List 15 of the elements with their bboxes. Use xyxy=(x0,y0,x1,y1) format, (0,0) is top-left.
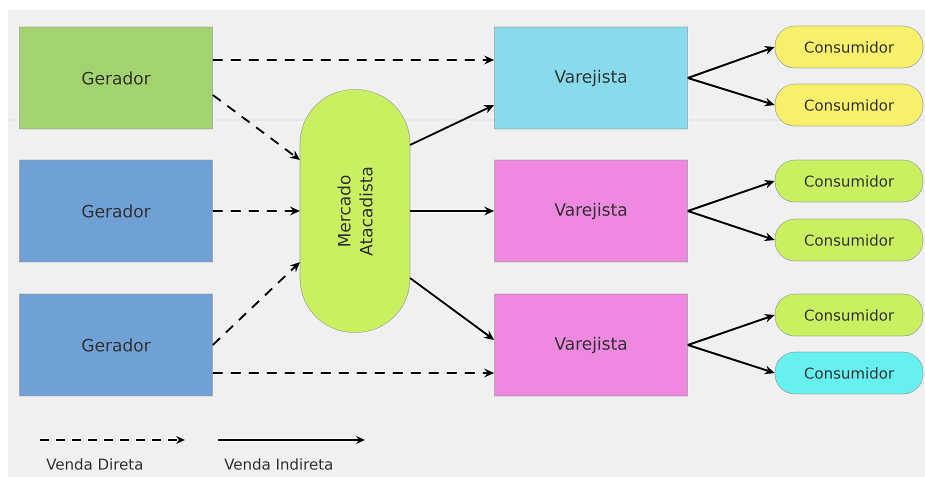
consumer-pill: Consumidor xyxy=(774,160,924,202)
consumer-pill: Consumidor xyxy=(774,352,924,394)
process-box: Gerador xyxy=(19,26,213,130)
consumer-pill: Consumidor xyxy=(774,26,924,68)
market-pill: Mercado Atacadista xyxy=(300,89,410,333)
process-box: Varejista xyxy=(494,294,688,396)
consumer-pill: Consumidor xyxy=(774,84,924,126)
legend-label: Venda Direta xyxy=(46,458,142,470)
consumer-pill: Consumidor xyxy=(774,218,924,262)
process-box: Gerador xyxy=(19,294,213,396)
process-box: Varejista xyxy=(494,26,688,130)
legend-label: Venda Indireta xyxy=(224,458,332,470)
consumer-pill: Consumidor xyxy=(774,294,924,336)
process-box: Gerador xyxy=(19,160,213,262)
process-box: Varejista xyxy=(494,160,688,262)
